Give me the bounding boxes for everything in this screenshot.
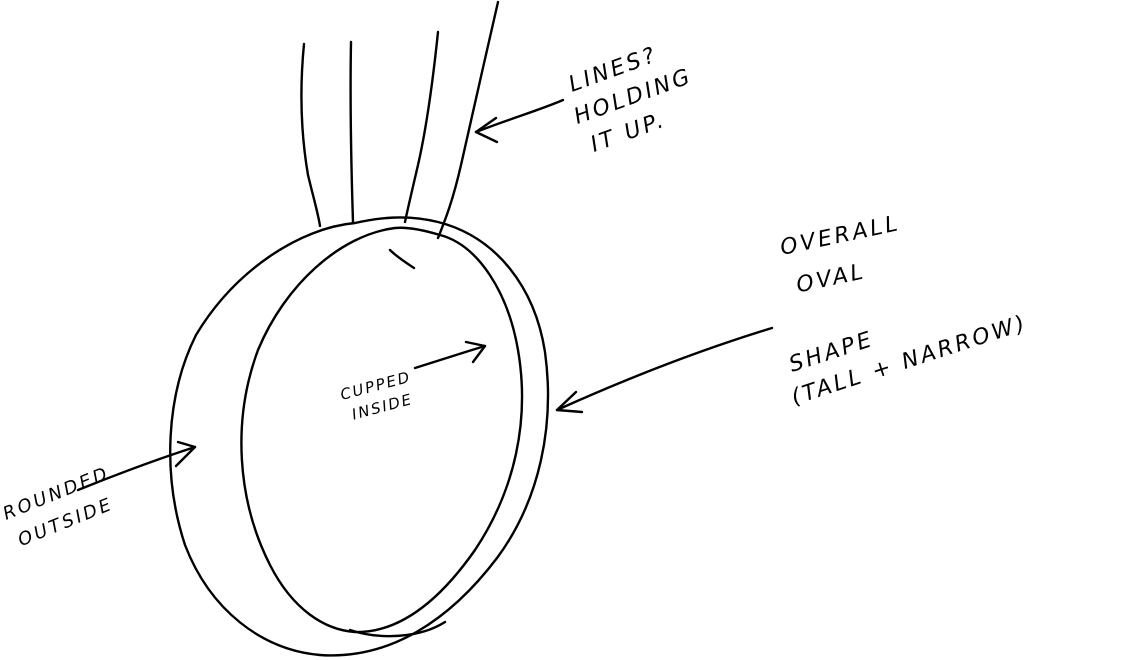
inner-oval (241, 228, 522, 632)
cupped-arrow (415, 342, 485, 368)
lines-arrow (476, 100, 563, 142)
annotation-overall-2: OVAL (794, 259, 868, 298)
outer-oval (170, 217, 548, 655)
suspension-line-2 (351, 42, 353, 222)
suspension-lines (301, 2, 498, 238)
inner-oval-edge-top (390, 250, 414, 268)
annotation-overall-1: OVERALL (778, 211, 903, 261)
suspension-line-3 (405, 32, 438, 222)
suspension-line-4 (438, 2, 498, 238)
overall-arrow (557, 328, 772, 412)
suspension-line-1 (301, 44, 320, 226)
